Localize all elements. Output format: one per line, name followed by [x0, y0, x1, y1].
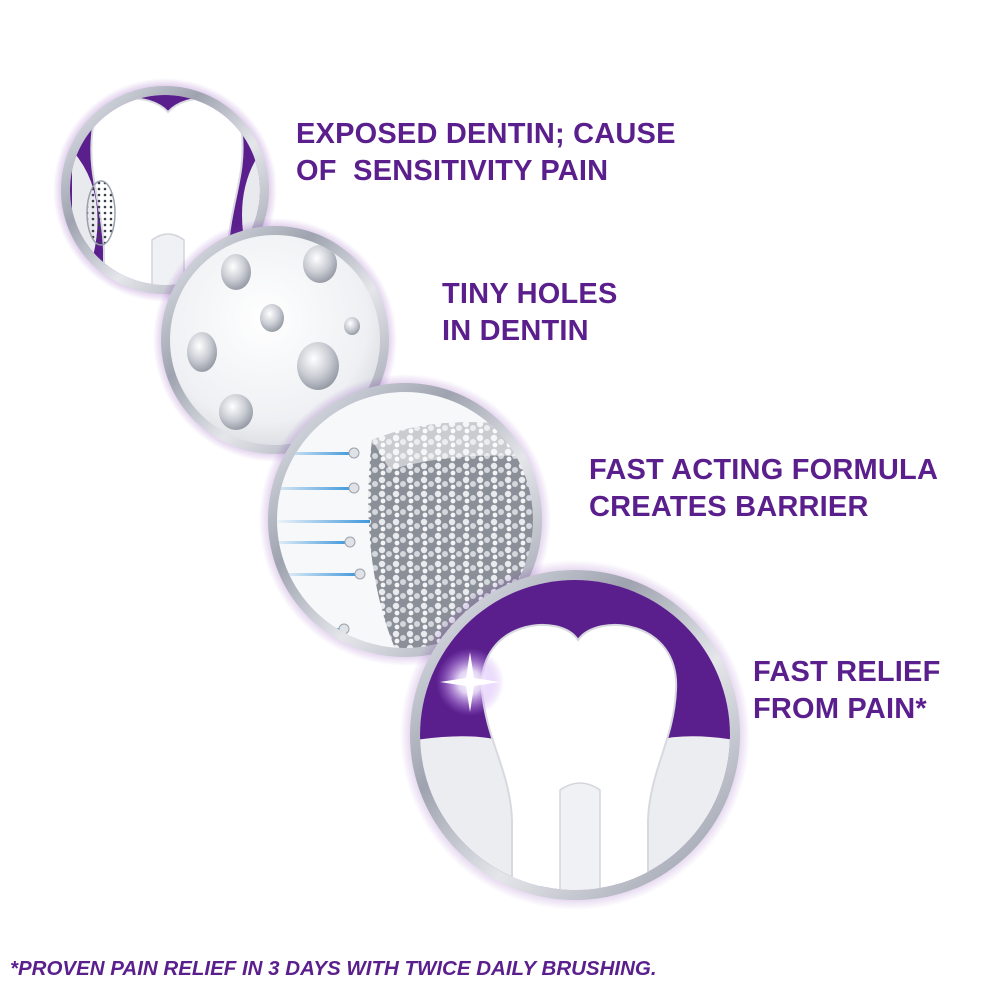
step-1-label: EXPOSED DENTIN; CAUSE OF SENSITIVITY PAI…: [296, 116, 676, 190]
healthy-tooth-bubble: [400, 560, 750, 910]
dentin-holes-icon: [187, 245, 360, 430]
healthy-tooth-icon: [420, 580, 730, 890]
exposed-dentin-tooth-icon: [70, 95, 260, 285]
step-3-line-1: FAST ACTING FORMULA: [589, 454, 939, 486]
step-1-line-2: OF SENSITIVITY PAIN: [296, 155, 609, 187]
step-3-label: FAST ACTING FORMULA CREATES BARRIER: [589, 452, 938, 526]
step-2-label: TINY HOLES IN DENTIN: [442, 276, 618, 350]
step-3-line-2: CREATES BARRIER: [589, 491, 869, 523]
step-2-line-1: TINY HOLES: [442, 278, 618, 310]
footnote: *PROVEN PAIN RELIEF IN 3 DAYS WITH TWICE…: [10, 957, 657, 980]
step-1-line-1: EXPOSED DENTIN; CAUSE: [296, 118, 676, 150]
step-4-label: FAST RELIEF FROM PAIN*: [753, 654, 941, 728]
step-4-line-1: FAST RELIEF: [753, 656, 941, 688]
step-4-line-2: FROM PAIN*: [753, 693, 927, 725]
step-2-line-2: IN DENTIN: [442, 315, 589, 347]
